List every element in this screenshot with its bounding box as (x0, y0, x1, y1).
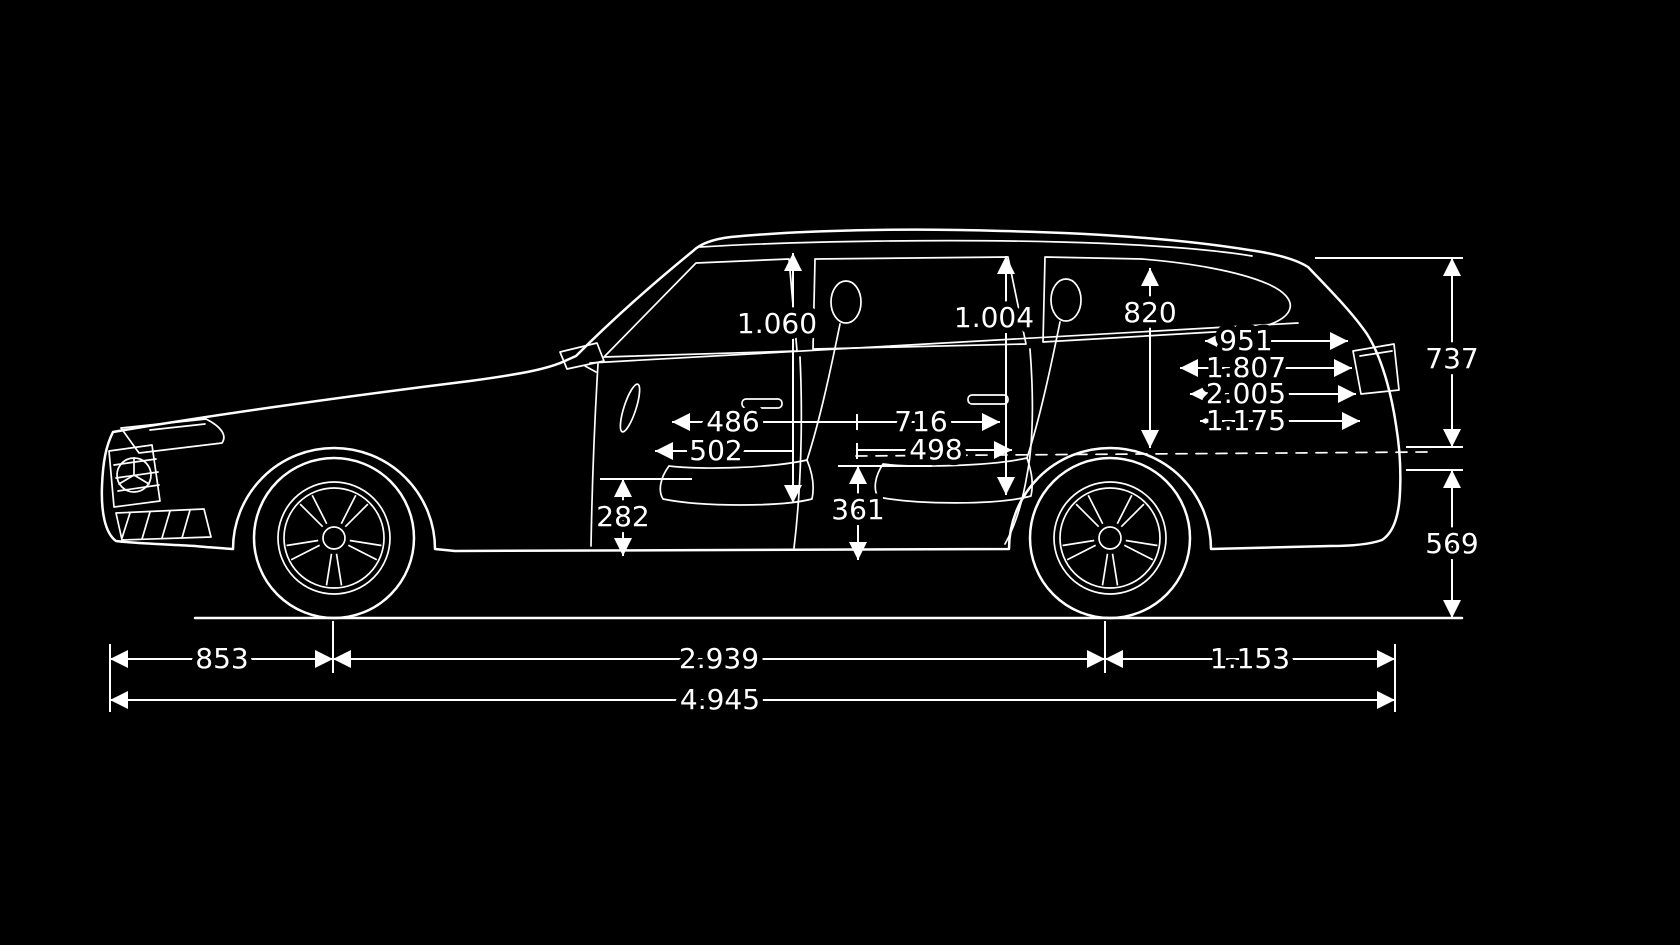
wheel-spoke (1120, 503, 1145, 528)
dim-1004-label: 1.004 (954, 301, 1034, 334)
steering-wheel (619, 383, 641, 433)
dim-361-label: 361 (831, 493, 884, 526)
wheel-spoke (1111, 553, 1119, 586)
wheel-spoke (349, 539, 382, 547)
front-door-handle (741, 398, 783, 409)
front-seat-outline (659, 280, 862, 506)
dim-4945-label: 4.945 (680, 683, 760, 716)
dim-498-label: 498 (909, 433, 962, 466)
roof-rail-line (699, 239, 1253, 257)
rear-wheel (1028, 456, 1192, 620)
dim-2939-label: 2.939 (679, 642, 759, 675)
wheel-spoke (325, 553, 333, 586)
dim-2005-label: 2.005 (1206, 377, 1286, 410)
rear-door-handle (967, 394, 1009, 405)
load-floor-dashed-line (855, 451, 1429, 457)
dim-486-label: 486 (706, 405, 759, 438)
front-wheel-spokes (286, 494, 382, 586)
car-body-outline (100, 228, 1402, 553)
dim-282-label: 282 (596, 500, 649, 533)
dim-569-label: 569 (1425, 527, 1478, 560)
wheel-spoke (290, 544, 321, 561)
wheel-spoke (286, 539, 319, 547)
door-lines (590, 348, 1034, 549)
front-wheel (252, 456, 416, 620)
dim-502-label: 502 (689, 434, 742, 467)
dim-1807-label: 1.807 (1206, 351, 1286, 384)
dim-737-label: 737 (1425, 342, 1478, 375)
dim-1060-label: 1.060 (737, 307, 817, 340)
dim-820-label: 820 (1123, 296, 1176, 329)
dim-951-label: 951 (1219, 324, 1272, 357)
front-grille (108, 444, 161, 508)
rear-seat-outline (874, 278, 1082, 504)
wheel-spoke (1125, 539, 1158, 547)
wheel-spoke (299, 503, 324, 528)
wheel-spoke (344, 503, 369, 528)
rear-wheel-spokes (1062, 494, 1158, 586)
front-intake (115, 508, 212, 541)
wheel-spoke (1087, 494, 1104, 525)
side-mirror (559, 342, 605, 373)
wheel-spoke (335, 553, 343, 586)
taillight (1352, 343, 1400, 395)
wheel-spoke (347, 544, 378, 561)
wheel-spoke (1123, 544, 1154, 561)
headlight (120, 418, 225, 454)
wheel-spoke (311, 494, 328, 525)
dim-1153-label: 1.153 (1210, 642, 1290, 675)
wheel-spoke (1116, 494, 1133, 525)
wheel-spoke (1066, 544, 1097, 561)
wheel-spoke (1075, 503, 1100, 528)
dim-853-label: 853 (195, 642, 248, 675)
beltline (589, 322, 1299, 364)
dim-1175-label: 1.175 (1206, 404, 1286, 437)
dim-716-label: 716 (894, 405, 947, 438)
wheel-spoke (1062, 539, 1095, 547)
wheel-spoke (340, 494, 357, 525)
wheel-spoke (1101, 553, 1109, 586)
